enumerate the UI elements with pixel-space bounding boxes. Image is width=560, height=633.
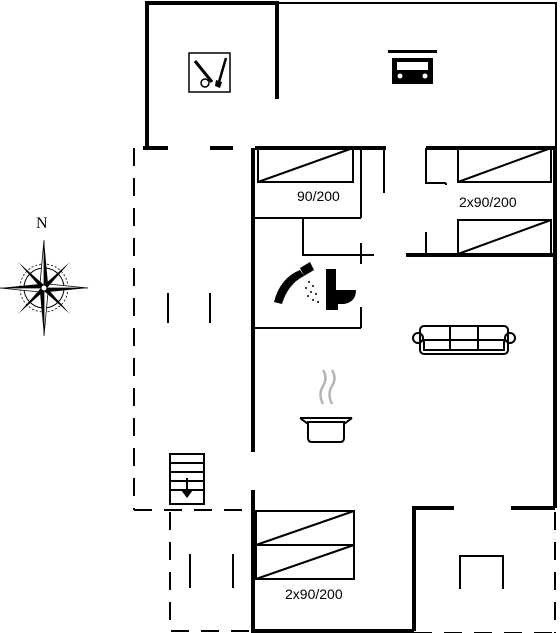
terrace-left: [133, 148, 255, 511]
bed-label: 90/200: [297, 188, 340, 204]
bed-icon: [257, 147, 354, 183]
terrace-bottom-right: [414, 512, 556, 633]
bedroom-3: 2x90/200: [255, 510, 355, 602]
compass: N: [0, 215, 89, 337]
bed-label: 2x90/200: [459, 194, 517, 210]
fireplace-icon: [459, 555, 504, 589]
bedroom-1: 90/200: [255, 147, 385, 219]
car-icon: [388, 50, 437, 84]
toilet-icon: [326, 269, 356, 310]
bedroom-2: 2x90/200: [406, 147, 555, 257]
bed-label: 2x90/200: [285, 586, 343, 602]
bed-icon: [457, 147, 552, 255]
bathroom: [255, 218, 374, 329]
living-room: [412, 325, 516, 355]
bed-icon: [255, 510, 355, 580]
shower-icon: [274, 262, 319, 304]
compass-rose-icon: [0, 239, 89, 337]
tools-icon: [188, 52, 231, 93]
utility-room: [145, 1, 279, 148]
cooking-pot-icon: [299, 369, 353, 443]
kitchen: [299, 369, 353, 443]
garage: [277, 2, 557, 148]
north-label: N: [36, 215, 48, 232]
terrace-bottom-left: [169, 512, 253, 632]
sofa-icon: [412, 325, 516, 355]
stairs-down-icon: [169, 453, 205, 505]
